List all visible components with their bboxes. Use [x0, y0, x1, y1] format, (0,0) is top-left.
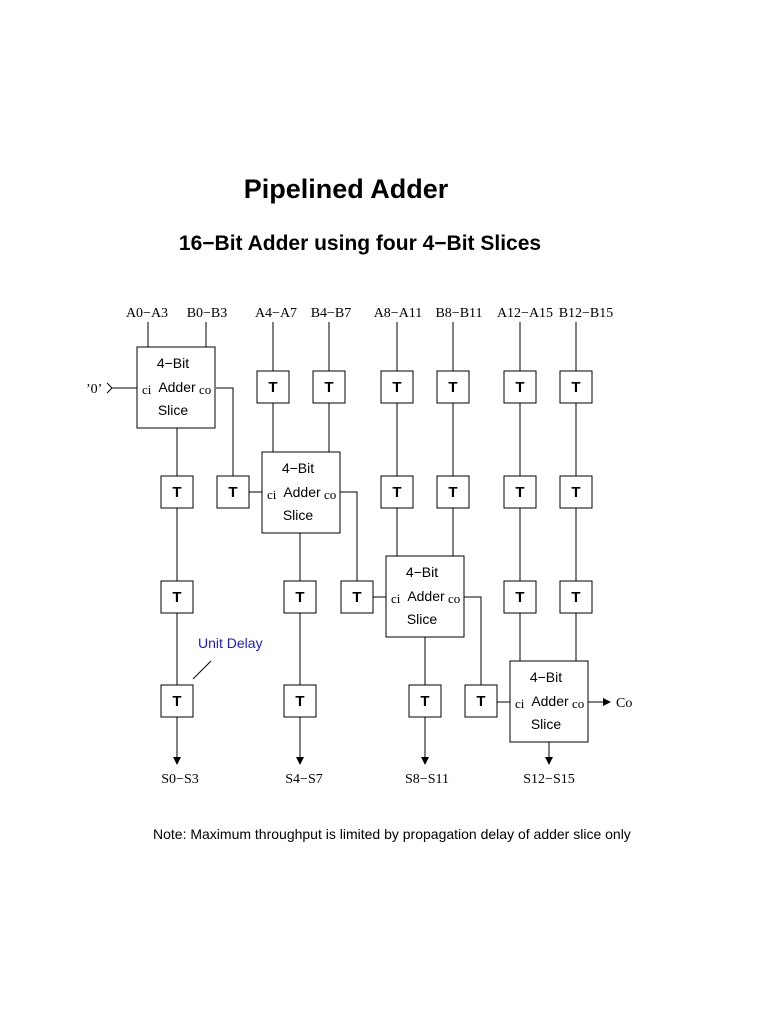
register-box: T [380, 475, 414, 509]
register-group: T T T T T T T T T T T T T T T T T T T T T [160, 370, 593, 718]
register-box: T [503, 370, 537, 404]
register-label: T [172, 589, 181, 606]
carry-out-port: co [324, 487, 336, 502]
register-label: T [295, 693, 304, 710]
register-label: T [476, 693, 485, 710]
input-label-b4-b7: B4−B7 [311, 306, 352, 321]
register-box: T [503, 475, 537, 509]
input-label-a4-a7: A4−A7 [255, 306, 297, 321]
register-box: T [340, 580, 374, 614]
footnote: Note: Maximum throughput is limited by p… [153, 826, 631, 842]
carry-in-port: ci [515, 696, 525, 711]
register-label: T [172, 484, 181, 501]
register-label: T [515, 379, 524, 396]
register-box: T [559, 370, 593, 404]
carry-in-port: ci [142, 382, 152, 397]
adder-slice-label: Slice [158, 402, 189, 418]
output-labels: S0−S3 S4−S7 S8−S11 S12−S15 [161, 772, 574, 787]
adder-label: Adder [158, 379, 196, 395]
register-box: T [408, 684, 442, 718]
carry-in-label: ’0’ [86, 382, 102, 397]
register-label: T [268, 379, 277, 396]
input-label-b0-b3: B0−B3 [187, 306, 228, 321]
input-label-a12-a15: A12−A15 [497, 306, 553, 321]
register-box: T [436, 475, 470, 509]
input-label-b12-b15: B12−B15 [559, 306, 614, 321]
register-label: T [515, 484, 524, 501]
register-label: T [295, 589, 304, 606]
register-label: T [352, 589, 361, 606]
input-label-a0-a3: A0−A3 [126, 306, 168, 321]
input-labels: A0−A3 B0−B3 A4−A7 B4−B7 A8−A11 B8−B11 A1… [126, 306, 613, 321]
register-label: T [420, 693, 429, 710]
output-label-s12-s15: S12−S15 [523, 772, 574, 787]
register-label: T [228, 484, 237, 501]
register-label: T [324, 379, 333, 396]
register-label: T [448, 379, 457, 396]
adder-title: 4−Bit [157, 355, 189, 371]
register-label: T [392, 379, 401, 396]
register-box: T [464, 684, 498, 718]
register-label: T [571, 484, 580, 501]
carry-in-port: ci [391, 591, 401, 606]
output-label-s8-s11: S8−S11 [405, 772, 449, 787]
carry-out-port: co [572, 696, 584, 711]
register-box: T [283, 580, 317, 614]
input-label-b8-b11: B8−B11 [435, 306, 482, 321]
output-label-s4-s7: S4−S7 [285, 772, 322, 787]
carry-out-label: Co [616, 696, 632, 711]
adder-label: Adder [531, 693, 569, 709]
register-box: T [436, 370, 470, 404]
adder-title: 4−Bit [530, 669, 562, 685]
register-box: T [283, 684, 317, 718]
adder-slice-label: Slice [407, 611, 438, 627]
adder-slice-label: Slice [531, 716, 562, 732]
register-box: T [256, 370, 290, 404]
adder-title: 4−Bit [282, 460, 314, 476]
carry-out-port: co [199, 382, 211, 397]
wires [106, 322, 611, 765]
unit-delay-annotation: Unit Delay [198, 635, 263, 651]
input-label-a8-a11: A8−A11 [374, 306, 423, 321]
carry-out-port: co [448, 591, 460, 606]
page-subtitle: 16−Bit Adder using four 4−Bit Slices [178, 232, 542, 255]
adder-label: Adder [283, 484, 321, 500]
adder-slice-label: Slice [283, 507, 314, 523]
register-box: T [503, 580, 537, 614]
register-label: T [515, 589, 524, 606]
register-label: T [392, 484, 401, 501]
page-title: Pipelined Adder [243, 174, 449, 204]
output-label-s0-s3: S0−S3 [161, 772, 198, 787]
register-box: T [160, 684, 194, 718]
register-box: T [160, 475, 194, 509]
register-box: T [559, 475, 593, 509]
carry-in-port: ci [267, 487, 277, 502]
register-label: T [571, 379, 580, 396]
register-box: T [216, 475, 250, 509]
register-label: T [448, 484, 457, 501]
adder-label: Adder [407, 588, 445, 604]
register-box: T [559, 580, 593, 614]
register-box: T [312, 370, 346, 404]
register-box: T [380, 370, 414, 404]
register-label: T [172, 693, 181, 710]
register-box: T [160, 580, 194, 614]
adder-title: 4−Bit [406, 564, 438, 580]
register-label: T [571, 589, 580, 606]
